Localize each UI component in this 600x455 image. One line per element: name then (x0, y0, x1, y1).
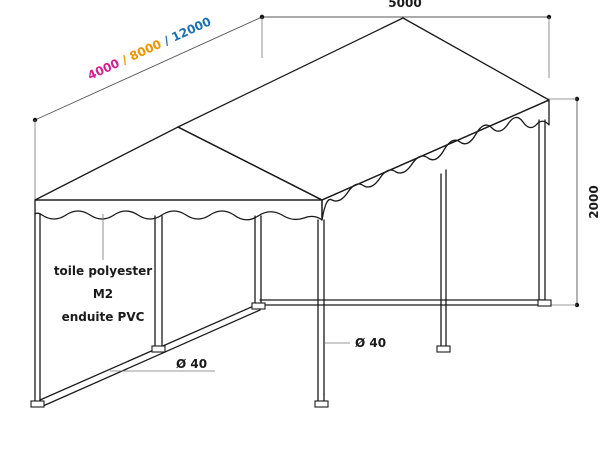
tent-frame-front (34, 213, 325, 403)
tube-diameter-label-front: Ø 40 (355, 336, 386, 350)
fabric-label-line1: toile polyester (54, 264, 152, 278)
tent-roof (34, 17, 550, 201)
fabric-label-line3: enduite PVC (62, 310, 145, 324)
tent-feet (30, 299, 552, 408)
width-dimension (259, 14, 552, 78)
height-dimension-label: 2000 (587, 185, 600, 218)
length-option-8000: 8000 (127, 37, 163, 64)
fabric-label-line2: M2 (93, 287, 113, 301)
length-separator: / (158, 32, 175, 50)
width-dimension-label: 5000 (388, 0, 421, 10)
height-dimension (548, 96, 580, 308)
side-valance (321, 99, 550, 221)
tent-frame-back (39, 119, 546, 407)
length-option-4000: 4000 (85, 56, 121, 83)
length-dimension-label: 4000 / 8000 / 12000 (85, 14, 213, 82)
length-separator: / (116, 51, 133, 69)
front-valance (34, 199, 323, 221)
length-option-12000: 12000 (169, 14, 213, 44)
tube-diameter-label-side: Ø 40 (176, 357, 207, 371)
